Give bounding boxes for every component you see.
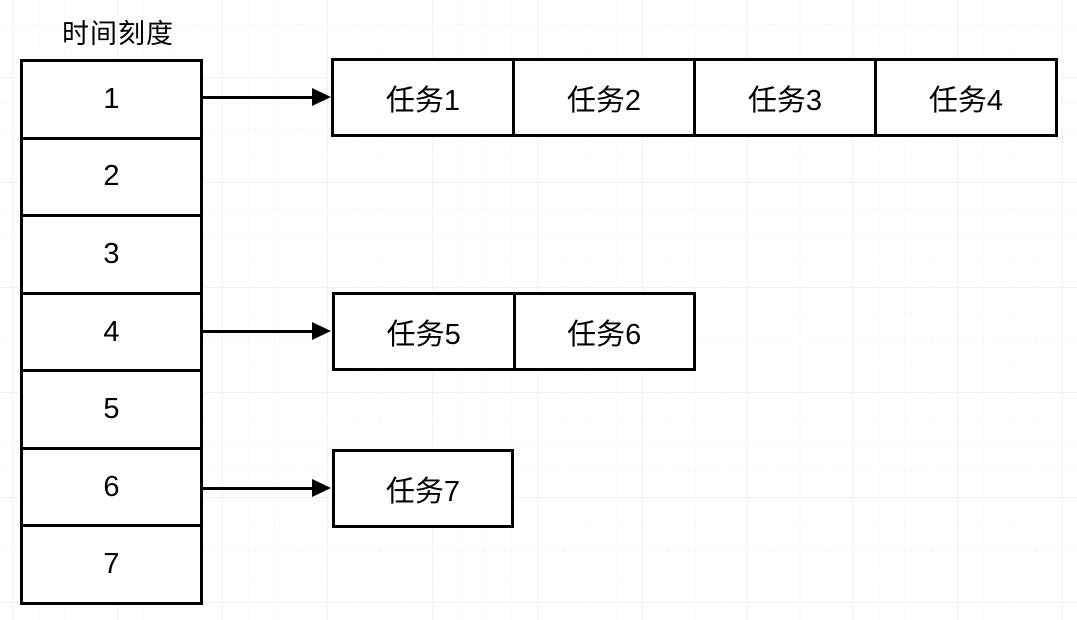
time-slot-3: 3: [23, 217, 200, 295]
time-slot-5: 5: [23, 372, 200, 450]
task-node: 任务1: [334, 61, 515, 134]
task-list-slot6: 任务7: [332, 449, 514, 528]
task-node: 任务5: [335, 295, 516, 368]
time-slot-4: 4: [23, 295, 200, 373]
arrow-head-icon: [312, 479, 331, 497]
task-node: 任务2: [515, 61, 696, 134]
task-node: 任务7: [385, 475, 461, 508]
task-node: 任务3: [696, 61, 877, 134]
time-slot-7: 7: [103, 548, 120, 581]
diagram-title: 时间刻度: [62, 19, 174, 49]
task-node: 任务6: [567, 318, 642, 351]
arrow-head-icon: [312, 88, 331, 106]
time-slot-6: 6: [23, 450, 200, 528]
time-slot-2: 2: [23, 140, 200, 218]
task-list-slot4: 任务5 任务6: [332, 292, 696, 371]
arrow-shaft: [203, 329, 314, 333]
time-scale-column: 1 2 3 4 5 6 7: [20, 59, 203, 605]
task-node: 任务4: [928, 84, 1004, 117]
arrow-shaft: [203, 95, 314, 99]
arrow-head-icon: [312, 322, 331, 340]
arrow-shaft: [203, 486, 314, 490]
task-list-slot1: 任务1 任务2 任务3 任务4: [331, 58, 1058, 137]
time-slot-1: 1: [23, 62, 200, 140]
